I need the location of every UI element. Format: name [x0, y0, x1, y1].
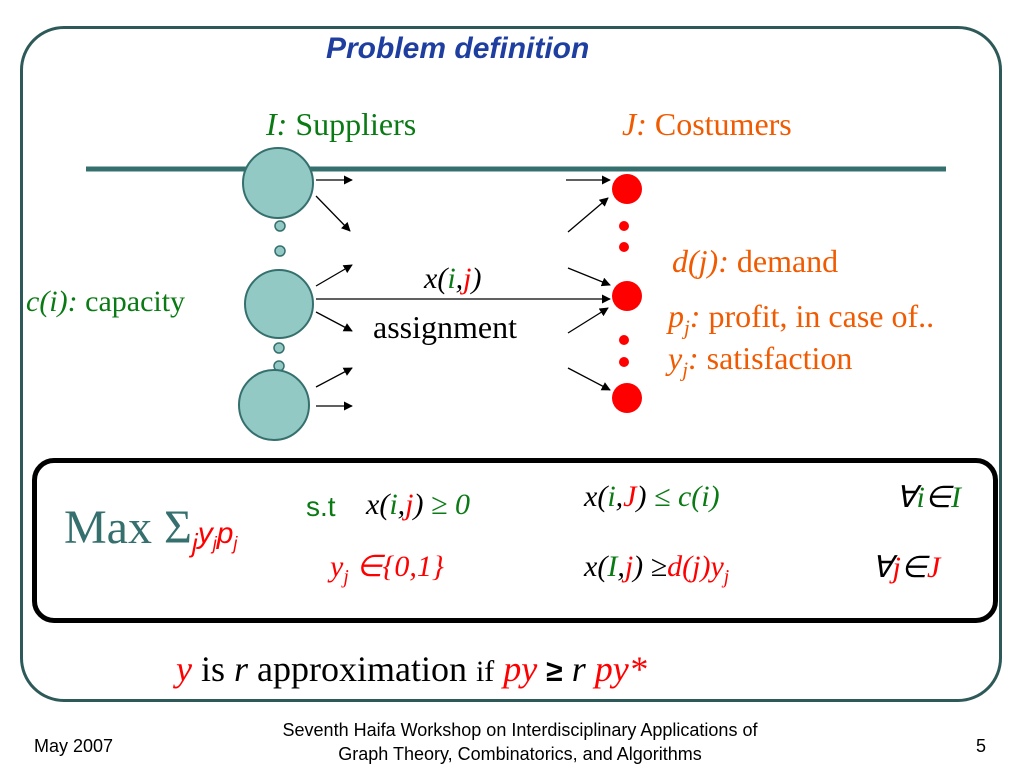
suppliers-header: I: Suppliers [266, 106, 416, 143]
constraint-demand: x(I,j) ≥d(j)yj [584, 550, 730, 588]
capacity-label: c(i): capacity [26, 285, 185, 319]
customer-ellipsis-dot [619, 221, 629, 231]
customer-ellipsis-dot [619, 357, 629, 367]
footer-date: May 2007 [34, 736, 114, 756]
customers-label: Costumers [654, 106, 792, 142]
edge-arrow [567, 307, 609, 334]
page-number: 5 [976, 736, 987, 756]
slide-title: Problem definition [326, 32, 590, 65]
capacity-text: capacity [85, 285, 186, 318]
objective: Max Σjyjpj [64, 501, 238, 559]
customer-node [612, 383, 642, 413]
supplier-node [244, 269, 314, 339]
edge-arrow [567, 367, 611, 391]
customers-var: J: [622, 106, 647, 142]
edge-arrow [315, 311, 353, 332]
footer-title: Seventh Haifa Workshop on Interdisciplin… [255, 718, 785, 766]
edge-arrow [315, 367, 353, 388]
demand-label: d(j): demand [672, 243, 839, 279]
customer-ellipsis-dot [619, 335, 629, 345]
slide-frame [20, 26, 1002, 702]
constraint-capacity-forall: ∀i∈I [896, 481, 962, 514]
edge-arrow [315, 195, 351, 232]
formulation-box [32, 458, 998, 623]
customer-node [612, 174, 642, 204]
constraint-demand-forall: ∀j∈J [872, 551, 941, 584]
customers-header: J: Costumers [622, 106, 792, 143]
constraint-capacity: x(i,J) ≤ c(i) [584, 480, 720, 513]
footer-title-line1: Seventh Haifa Workshop on Interdisciplin… [282, 720, 758, 740]
subject-to: s.t [306, 491, 336, 522]
edge-arrow [567, 197, 609, 233]
edge-arrow [315, 264, 353, 287]
approximation-statement: y is r approximation if py ≥ r py* [176, 649, 647, 689]
satisfaction-label: yj: satisfaction [668, 340, 853, 382]
customer-ellipsis-dot [619, 242, 629, 252]
supplier-ellipsis-dot [274, 220, 286, 232]
edge-arrow [567, 267, 611, 287]
profit-label: pj: profit, in case of.. [668, 298, 935, 340]
customer-node [612, 281, 642, 311]
supplier-ellipsis-dot [274, 245, 286, 257]
assignment-label: assignment [373, 309, 517, 345]
footer-title-line2: Graph Theory, Combinatorics, and Algorit… [338, 744, 702, 764]
capacity-var: c(i): [26, 285, 78, 318]
suppliers-label: Suppliers [295, 106, 417, 142]
constraint-binary: yj ∈{0,1} [330, 550, 444, 588]
suppliers-var: I: [266, 106, 288, 142]
supplier-node [242, 147, 314, 219]
supplier-node [238, 369, 310, 441]
supplier-ellipsis-dot [273, 342, 285, 354]
assignment-var: x(i,j) [424, 262, 482, 295]
constraint-nonneg: x(i,j) ≥ 0 [366, 488, 470, 521]
